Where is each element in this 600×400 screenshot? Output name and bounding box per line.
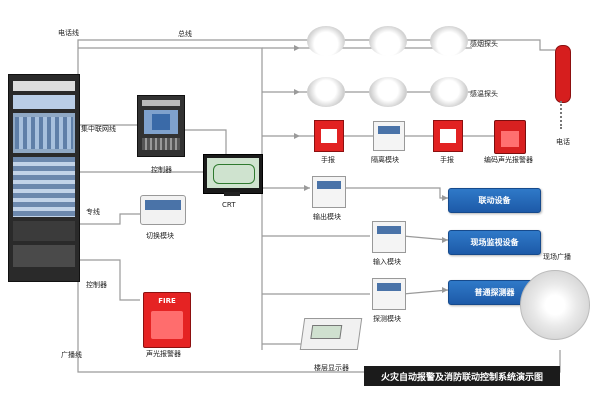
smoke-detector-label: 感烟探头: [470, 40, 498, 48]
phone-line-label: 电话线: [58, 29, 79, 37]
output-module: [312, 176, 346, 208]
isolation-module: [373, 121, 405, 151]
manual-alarm-2: [433, 120, 463, 152]
crt-stand: [224, 192, 240, 196]
floor-display-label: 楼层显示器: [314, 364, 349, 372]
smoke-detector-1: [307, 26, 345, 56]
site-broadcast-label: 现场广播: [543, 253, 571, 261]
coded-sound-light-alarm: [494, 120, 526, 154]
temp-detector-1: [307, 77, 345, 107]
broadcast-line-label: 广播线: [61, 351, 82, 359]
site-monitoring-button[interactable]: 现场监视设备: [448, 230, 541, 255]
detection-module: [372, 278, 406, 310]
network-line-label: 集中联网线: [81, 125, 116, 133]
smoke-detector-2: [369, 26, 407, 56]
temp-detector-3: [430, 77, 468, 107]
manual-alarm-1-label: 手报: [321, 156, 335, 164]
switch-module-label: 切换模块: [146, 232, 174, 240]
manual-alarm-1: [314, 120, 344, 152]
sound-light-alarm-label: 声光报警器: [146, 350, 181, 358]
floor-display: [299, 318, 363, 350]
crt-label: CRT: [222, 201, 236, 209]
fire-control-cabinet: [8, 74, 80, 282]
detection-module-label: 探测模块: [373, 315, 401, 323]
sound-light-alarm: FIRE: [143, 292, 191, 348]
temp-detector-label: 感温探头: [470, 90, 498, 98]
telephone-handset: [555, 45, 571, 103]
input-module: [372, 221, 406, 253]
dedicated-line-label: 专线: [86, 208, 100, 216]
controller-label: 控制器: [151, 166, 172, 174]
smoke-detector-3: [430, 26, 468, 56]
controller-panel: [137, 95, 185, 157]
telephone-label: 电话: [556, 138, 570, 146]
diagram-title: 火灾自动报警及消防联动控制系统演示图: [364, 366, 560, 386]
coded-alarm-label: 编码声光报警器: [484, 156, 533, 164]
crt-monitor: [203, 154, 263, 194]
manual-alarm-2-label: 手报: [440, 156, 454, 164]
output-module-label: 输出模块: [313, 213, 341, 221]
control-line-label: 控制器: [86, 281, 107, 289]
switch-module: [140, 195, 186, 225]
input-module-label: 输入模块: [373, 258, 401, 266]
telephone-cord: [560, 101, 566, 129]
site-broadcast-speaker: [520, 270, 590, 340]
fire-text: FIRE: [158, 297, 176, 305]
temp-detector-2: [369, 77, 407, 107]
bus-line-label: 总线: [178, 30, 192, 38]
linkage-equipment-button[interactable]: 联动设备: [448, 188, 541, 213]
isolation-module-label: 隔离模块: [371, 156, 399, 164]
